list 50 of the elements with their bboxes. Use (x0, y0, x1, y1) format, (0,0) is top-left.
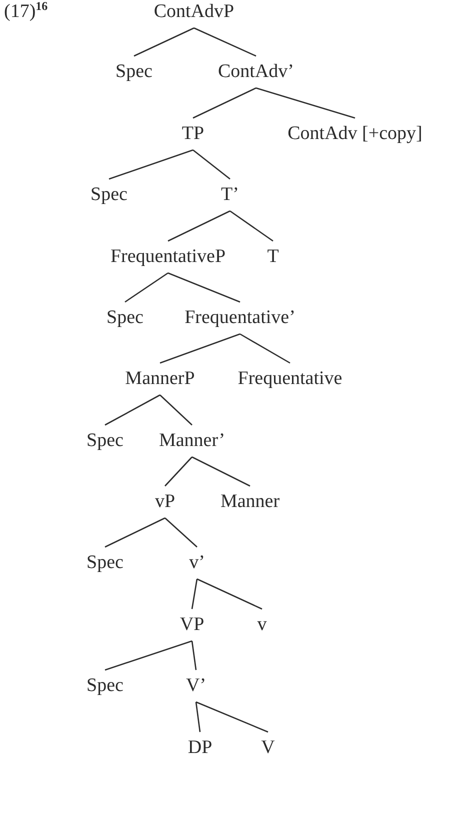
tree-branch-line (108, 149, 194, 180)
tree-branch-line (191, 578, 198, 610)
tree-branch-line (240, 333, 290, 364)
tree-node-label: Spec (86, 670, 124, 702)
tree-branch-line (104, 640, 192, 671)
tree-branch-line (160, 333, 240, 364)
tree-node-label: ContAdvP (154, 0, 234, 28)
example-number: (17)$^{16}$ (4, 1, 48, 23)
tree-branch-line (160, 394, 192, 426)
tree-branch-line (192, 87, 256, 119)
tree-branch-line (164, 518, 198, 548)
tree-branch-line (194, 27, 256, 57)
tree-node-label: v’ (189, 547, 205, 579)
tree-branch-line (192, 456, 250, 487)
tree-node-label: Spec (116, 56, 152, 88)
tree-branch-line (104, 394, 160, 426)
tree-node-label: T (267, 241, 279, 273)
tree-branch-line (256, 87, 356, 119)
tree-node-label: TP (182, 118, 204, 150)
tree-node-label: Spec (90, 179, 128, 211)
tree-node-label: Manner’ (158, 425, 226, 457)
tree-branch-line (168, 272, 240, 303)
tree-node-label: vP (154, 486, 176, 518)
tree-branch-line (104, 517, 166, 548)
tree-node-label: Spec (86, 547, 124, 579)
tree-branch-line (134, 27, 194, 57)
tree-node-label: ContAdv’ (218, 56, 294, 88)
tree-node-label: VP (180, 609, 204, 641)
tree-node-label: V (261, 732, 275, 764)
tree-node-label: DP (188, 732, 212, 764)
tree-branch-line (230, 210, 274, 242)
tree-node-label: Frequentative (238, 363, 342, 395)
tree-node-label: Manner (220, 486, 280, 518)
tree-node-label: Spec (106, 302, 144, 334)
tree-node-label: Frequentative’ (184, 302, 296, 334)
tree-branch-line (164, 456, 192, 486)
tree-node-label: T’ (221, 179, 239, 211)
tree-branch-line (191, 640, 197, 670)
tree-branch-line (192, 149, 230, 180)
tree-node-label: FrequentativeP (110, 241, 226, 273)
tree-node-label: V’ (186, 670, 206, 702)
tree-node-label: Spec (86, 425, 124, 457)
tree-node-label: v (257, 609, 267, 641)
tree-branch-line (196, 578, 262, 610)
tree-branch-line (195, 702, 201, 732)
tree-node-label: ContAdv [+copy] (288, 118, 422, 150)
tree-node-label: MannerP (125, 363, 195, 395)
tree-branch-line (196, 701, 268, 733)
tree-branch-line (124, 272, 168, 303)
tree-branch-line (168, 210, 230, 242)
